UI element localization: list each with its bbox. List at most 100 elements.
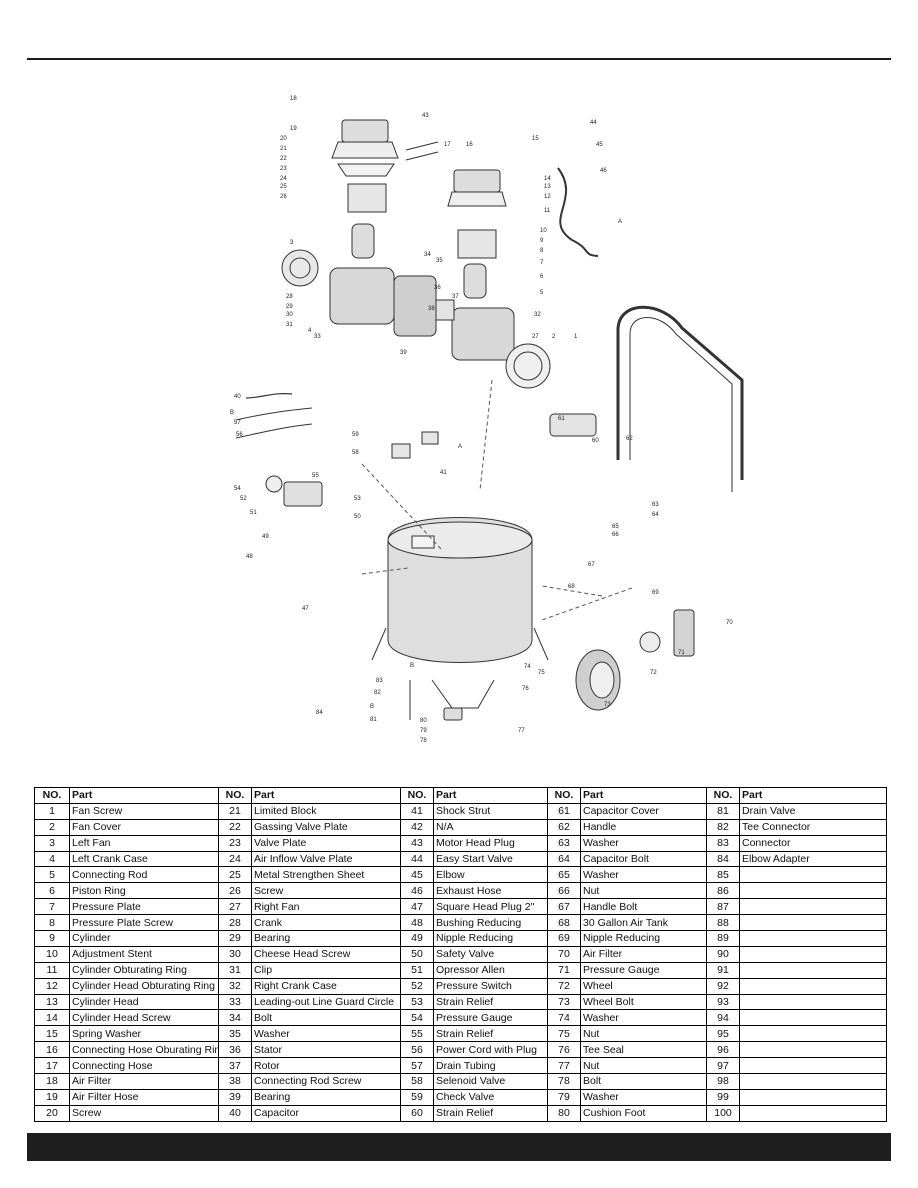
- part-number-cell: 47: [400, 898, 434, 916]
- callout-number: 41: [440, 470, 447, 476]
- part-name-cell: Leading-out Line Guard Circle: [251, 993, 401, 1011]
- part-number-cell: 44: [400, 850, 434, 868]
- callout-number: 57: [234, 420, 241, 426]
- part-number-cell: 24: [218, 850, 252, 868]
- callout-number: B: [370, 704, 374, 710]
- callout-number: 73: [604, 702, 611, 708]
- header-no: NO.: [218, 787, 252, 804]
- callout-number: 37: [452, 294, 459, 300]
- part-name-cell: Pressure Plate Screw: [69, 914, 219, 932]
- header-part: Part: [69, 787, 219, 804]
- part-name-cell: Motor Head Plug: [433, 834, 548, 852]
- callout-number: 49: [262, 534, 269, 540]
- part-name-cell: Spring Washer: [69, 1025, 219, 1043]
- part-name-cell: [739, 977, 887, 995]
- part-number-cell: 40: [218, 1104, 252, 1122]
- part-name-cell: [739, 1009, 887, 1027]
- part-number-cell: 98: [706, 1073, 740, 1090]
- part-number-cell: 60: [400, 1104, 434, 1122]
- part-name-cell: Left Fan: [69, 834, 219, 852]
- callout-number: 46: [600, 168, 607, 174]
- part-number-cell: 96: [706, 1041, 740, 1059]
- callout-number: 36: [434, 285, 441, 291]
- callout-number: 17: [444, 142, 451, 148]
- callout-number: 23: [280, 166, 287, 172]
- part-name-cell: Stator: [251, 1041, 401, 1059]
- part-number-cell: 9: [34, 930, 70, 947]
- part-number-cell: 43: [400, 834, 434, 852]
- part-number-cell: 78: [547, 1073, 581, 1090]
- part-number-cell: 58: [400, 1073, 434, 1090]
- part-number-cell: 39: [218, 1088, 252, 1106]
- part-number-cell: 41: [400, 802, 434, 820]
- part-name-cell: [739, 898, 887, 916]
- callout-number: 35: [436, 258, 443, 264]
- part-name-cell: Nipple Reducing: [580, 930, 707, 947]
- callout-number: 60: [592, 438, 599, 444]
- part-number-cell: 49: [400, 930, 434, 947]
- part-name-cell: Pressure Gauge: [580, 961, 707, 979]
- callout-number: 31: [286, 322, 293, 328]
- callout-number: 68: [568, 584, 575, 590]
- part-name-cell: Bushing Reducing: [433, 914, 548, 932]
- callout-number: 72: [650, 670, 657, 676]
- part-name-cell: Opressor Allen: [433, 961, 548, 979]
- callout-number: 33: [314, 334, 321, 340]
- part-name-cell: Power Cord with Plug: [433, 1041, 548, 1059]
- callout-number: 22: [280, 156, 287, 162]
- callout-number: 4: [308, 328, 312, 334]
- part-name-cell: [739, 914, 887, 932]
- part-number-cell: 87: [706, 898, 740, 916]
- callout-number: 47: [302, 606, 309, 612]
- callout-number: 65: [612, 524, 619, 530]
- footer-bar: [27, 1133, 891, 1161]
- part-number-cell: 76: [547, 1041, 581, 1059]
- part-name-cell: Washer: [580, 1088, 707, 1106]
- part-number-cell: 7: [34, 898, 70, 916]
- part-number-cell: 15: [34, 1025, 70, 1043]
- part-number-cell: 36: [218, 1041, 252, 1059]
- part-name-cell: Cylinder Head Screw: [69, 1009, 219, 1027]
- part-number-cell: 74: [547, 1009, 581, 1027]
- part-number-cell: 80: [547, 1104, 581, 1122]
- part-name-cell: Crank: [251, 914, 401, 932]
- part-number-cell: 90: [706, 945, 740, 963]
- callout-number: 5: [540, 290, 544, 296]
- part-name-cell: Strain Relief: [433, 993, 548, 1011]
- part-name-cell: Left Crank Case: [69, 850, 219, 868]
- part-name-cell: 30 Gallon Air Tank: [580, 914, 707, 932]
- callout-number: 70: [726, 620, 733, 626]
- part-name-cell: [739, 1041, 887, 1059]
- part-number-cell: 28: [218, 914, 252, 932]
- part-number-cell: 94: [706, 1009, 740, 1027]
- callout-number: 56: [236, 432, 243, 438]
- part-name-cell: Handle: [580, 818, 707, 836]
- part-name-cell: Air Filter Hose: [69, 1088, 219, 1106]
- part-number-cell: 70: [547, 945, 581, 963]
- part-number-cell: 2: [34, 818, 70, 836]
- part-number-cell: 62: [547, 818, 581, 836]
- part-name-cell: Fan Cover: [69, 818, 219, 836]
- part-name-cell: Screw: [251, 882, 401, 900]
- part-name-cell: Exhaust Hose: [433, 882, 548, 900]
- callout-number: 18: [290, 96, 297, 102]
- callout-number: 84: [316, 710, 323, 716]
- callout-number: 63: [652, 502, 659, 508]
- part-name-cell: [739, 945, 887, 963]
- header-part: Part: [580, 787, 707, 804]
- part-name-cell: Adjustment Stent: [69, 945, 219, 963]
- callout-number: 81: [370, 717, 377, 723]
- part-number-cell: 17: [34, 1057, 70, 1075]
- part-number-cell: 67: [547, 898, 581, 916]
- callout-number: 79: [420, 728, 427, 734]
- part-name-cell: [739, 961, 887, 979]
- part-number-cell: 45: [400, 866, 434, 884]
- part-name-cell: Right Crank Case: [251, 977, 401, 995]
- part-number-cell: 34: [218, 1009, 252, 1027]
- part-number-cell: 56: [400, 1041, 434, 1059]
